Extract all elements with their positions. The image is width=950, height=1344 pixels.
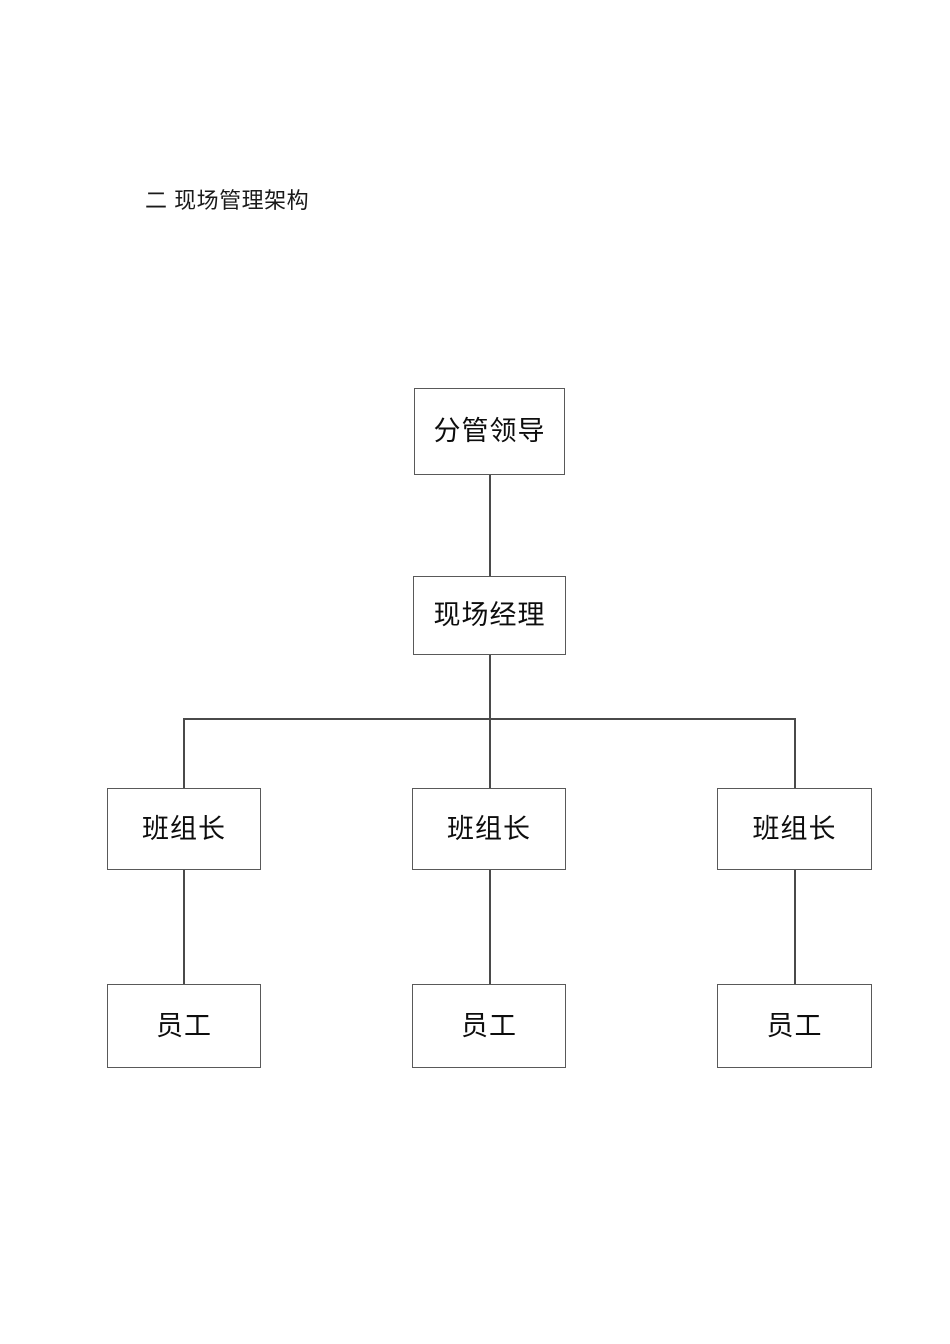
page-title: 二 现场管理架构 bbox=[145, 188, 310, 213]
node-employee-middle-label: 员工 bbox=[461, 1010, 517, 1042]
node-employee-right[interactable]: 员工 bbox=[717, 984, 872, 1068]
connector-horizontal-bus bbox=[183, 718, 796, 720]
node-team-leader-right-label: 班组长 bbox=[752, 813, 837, 845]
connector-bus-to-left-team-leader bbox=[183, 718, 185, 789]
connector-middle-team-leader-to-employee bbox=[489, 868, 491, 985]
node-employee-middle[interactable]: 员工 bbox=[412, 984, 566, 1068]
connector-left-team-leader-to-employee bbox=[183, 868, 185, 985]
node-team-leader-left-label: 班组长 bbox=[142, 813, 226, 845]
node-employee-left[interactable]: 员工 bbox=[107, 984, 261, 1068]
connector-supervisor-to-site-manager bbox=[489, 473, 491, 577]
node-supervisor[interactable]: 分管领导 bbox=[414, 388, 565, 475]
connector-bus-to-right-team-leader bbox=[794, 718, 796, 789]
connector-site-manager-to-middle-team-leader bbox=[489, 653, 491, 789]
node-team-leader-right[interactable]: 班组长 bbox=[717, 788, 872, 870]
node-site-manager-label: 现场经理 bbox=[433, 600, 546, 631]
connector-right-team-leader-to-employee bbox=[794, 868, 796, 985]
node-supervisor-label: 分管领导 bbox=[433, 416, 546, 447]
node-site-manager[interactable]: 现场经理 bbox=[413, 576, 566, 655]
node-team-leader-middle[interactable]: 班组长 bbox=[412, 788, 566, 870]
node-employee-right-label: 员工 bbox=[766, 1010, 823, 1042]
node-team-leader-left[interactable]: 班组长 bbox=[107, 788, 261, 870]
node-employee-left-label: 员工 bbox=[156, 1010, 212, 1042]
node-team-leader-middle-label: 班组长 bbox=[447, 813, 531, 845]
